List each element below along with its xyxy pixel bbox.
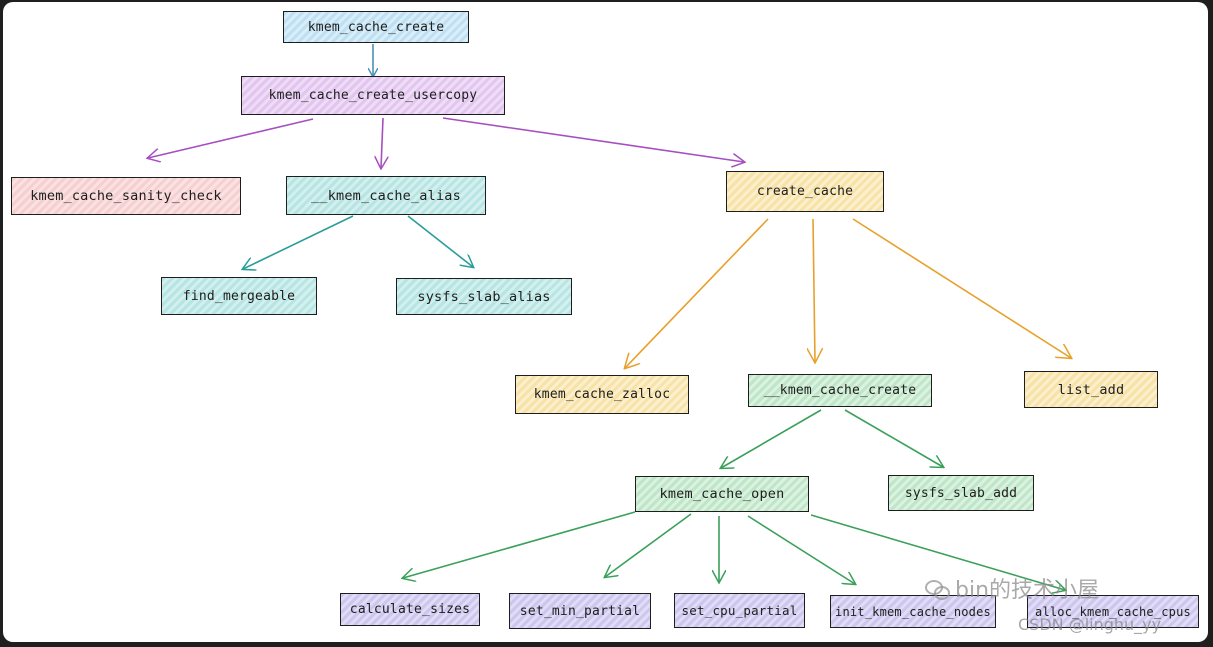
node-kmem-cache-create-internal: __kmem_cache_create: [748, 374, 932, 407]
node-init-kmem-cache-nodes: init_kmem_cache_nodes: [830, 595, 996, 628]
edge-create-cache-to-list-add: [852, 218, 1071, 358]
node-find-mergeable: find_mergeable: [161, 277, 317, 315]
edge-open-to-init-nodes: [747, 515, 855, 584]
edge-create-cache-to-zalloc: [625, 218, 769, 368]
node-kmem-cache-alias: __kmem_cache_alias: [286, 176, 486, 215]
edge-usercopy-to-alias: [381, 117, 383, 168]
csdn-watermark: CSDN @linghu_yy: [1018, 615, 1162, 634]
node-kmem-cache-create-usercopy: kmem_cache_create_usercopy: [241, 76, 505, 115]
node-kmem-cache-zalloc: kmem_cache_zalloc: [515, 375, 689, 414]
node-calculate-sizes: calculate_sizes: [340, 593, 480, 626]
edge-kcc-to-sysfs-slab-add: [844, 409, 943, 467]
node-sysfs-slab-alias: sysfs_slab_alias: [396, 278, 572, 315]
edge-kcc-to-open: [721, 409, 822, 468]
diagram-canvas: kmem_cache_create kmem_cache_create_user…: [3, 2, 1208, 642]
node-kmem-cache-open: kmem_cache_open: [635, 476, 809, 512]
edge-usercopy-to-create-cache: [442, 117, 744, 162]
edge-create-cache-to-kmem-cache-create: [813, 218, 815, 362]
edge-usercopy-to-sanity-check: [148, 118, 314, 158]
node-set-min-partial: set_min_partial: [509, 593, 651, 629]
node-set-cpu-partial: set_cpu_partial: [674, 593, 805, 628]
node-alloc-kmem-cache-cpus: alloc_kmem_cache_cpus: [1027, 595, 1199, 628]
channel-watermark-text: bin的技术小屋: [955, 578, 1100, 603]
wechat-icon: [925, 578, 950, 600]
node-list-add: list_add: [1024, 371, 1158, 408]
edge-open-to-calculate-sizes: [403, 511, 636, 578]
node-sysfs-slab-add: sysfs_slab_add: [888, 475, 1034, 511]
edge-alias-to-find-mergeable: [243, 215, 354, 269]
call-graph-edges: [3, 44, 1208, 642]
edge-open-to-set-min-partial: [605, 513, 692, 577]
node-kmem-cache-sanity-check: kmem_cache_sanity_check: [11, 177, 241, 215]
channel-watermark: bin的技术小屋: [925, 572, 1099, 604]
edge-alias-to-sysfs-slab-alias: [407, 215, 473, 267]
edge-open-to-alloc-cpus: [810, 514, 1065, 590]
node-kmem-cache-create: kmem_cache_create: [283, 11, 469, 43]
node-create-cache: create_cache: [726, 171, 884, 212]
